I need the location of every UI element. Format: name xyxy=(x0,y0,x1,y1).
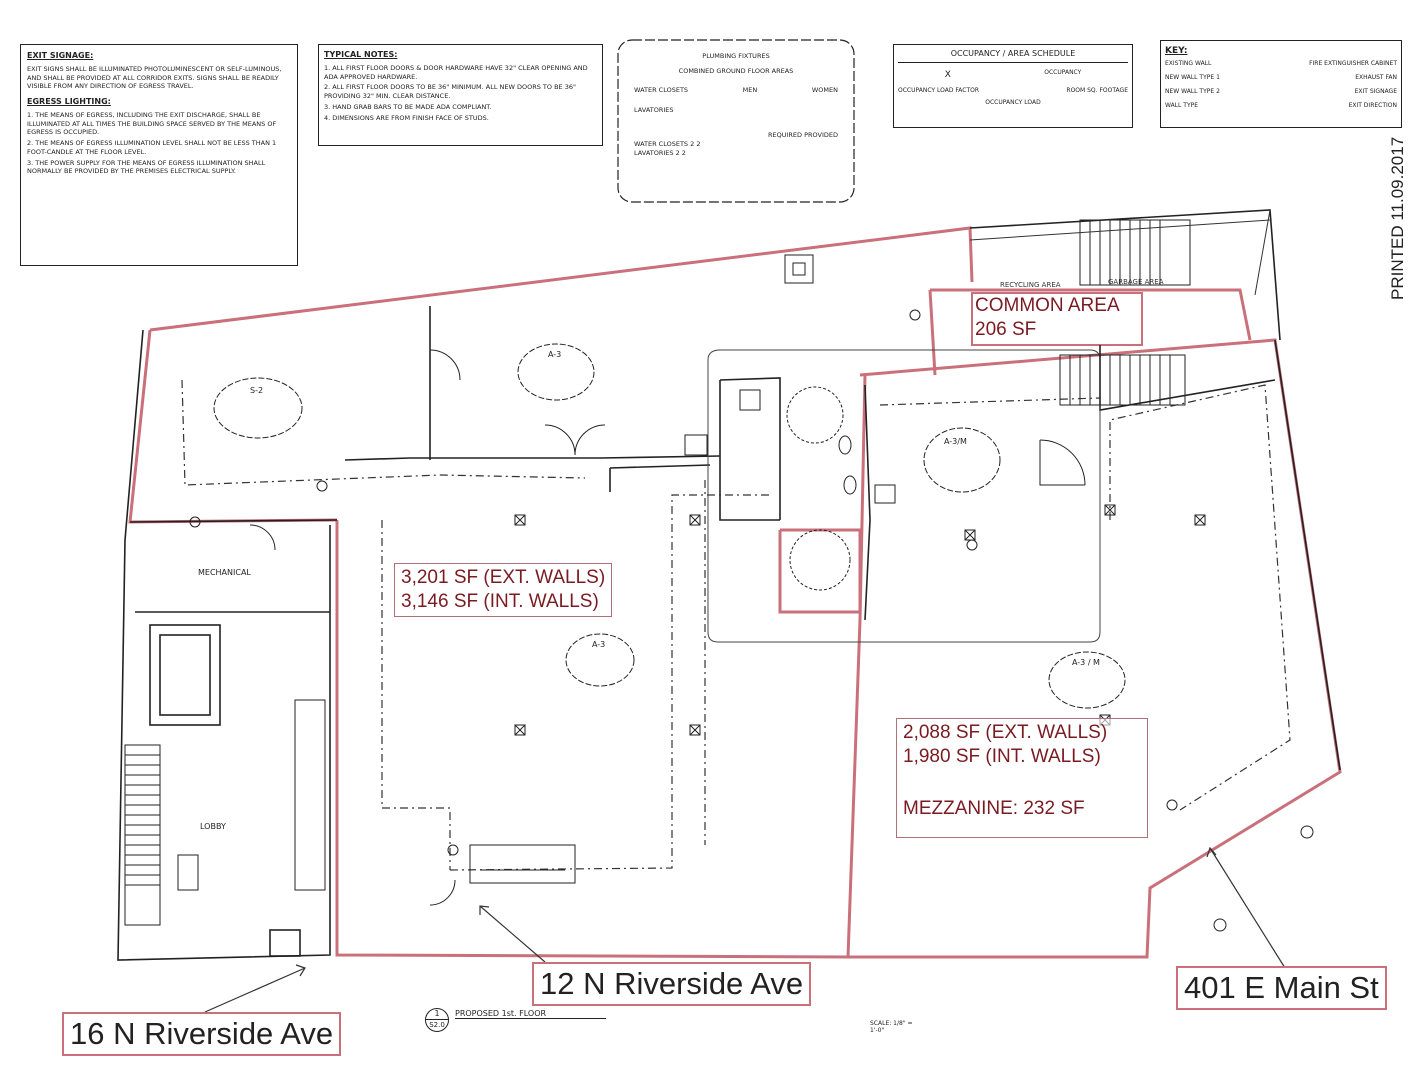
exit-signage-text: EXIT SIGNS SHALL BE ILLUMINATED PHOTOLUM… xyxy=(27,64,282,91)
key-new-wall-1: NEW WALL TYPE 1 xyxy=(1165,74,1220,82)
key-new-wall-2: NEW WALL TYPE 2 xyxy=(1165,88,1220,96)
exhaust-fan-symbols xyxy=(514,254,1206,736)
typical-note-item: 1. ALL FIRST FLOOR DOORS & DOOR HARDWARE… xyxy=(324,63,588,81)
plumbing-row-label: LAVATORIES xyxy=(634,106,674,115)
title-block: 1 S2.0 PROPOSED 1st. FLOOR SCALE: 1/8" =… xyxy=(425,1008,915,1034)
title-block-sheet: S2.0 xyxy=(429,1021,445,1029)
restroom-outline xyxy=(778,528,862,614)
egress-lighting-item: 3. THE POWER SUPPLY FOR THE MEANS OF EGR… xyxy=(27,158,266,176)
occupancy-tag-s2: S-2 xyxy=(250,386,264,395)
key-exit-direction: EXIT DIRECTION xyxy=(1348,102,1397,110)
middle-unit-ext-area: 3,201 SF (EXT. WALLS) xyxy=(401,567,606,588)
room-label-garbage: GARBAGE AREA xyxy=(1108,278,1164,286)
title-block-circle: 1 S2.0 xyxy=(425,1008,449,1032)
occupancy-tag-a3m-east: A-3 / M xyxy=(1072,658,1100,667)
restroom-fixtures xyxy=(684,386,896,591)
typical-note-item: 3. HAND GRAB BARS TO BE MADE ADA COMPLIA… xyxy=(324,102,492,111)
room-label-lobby: LOBBY xyxy=(200,822,226,831)
room-label-mechanical: MECHANICAL xyxy=(198,568,251,577)
egress-lighting-title: EGRESS LIGHTING: xyxy=(27,97,111,107)
egress-lighting-item: 2. THE MEANS OF EGRESS ILLUMINATION LEVE… xyxy=(27,139,277,156)
address-401-e-main: 401 E Main St xyxy=(1176,966,1387,1010)
key-title: KEY: xyxy=(1165,46,1188,56)
exit-signage-notes: EXIT SIGNAGE: EXIT SIGNS SHALL BE ILLUMI… xyxy=(20,44,298,266)
typical-notes: TYPICAL NOTES: 1. ALL FIRST FLOOR DOORS … xyxy=(318,44,603,146)
middle-unit-int-area: 3,146 SF (INT. WALLS) xyxy=(401,591,599,612)
site-lines xyxy=(969,209,1271,296)
printed-date: PRINTED 11.09.2017 xyxy=(1388,136,1407,300)
east-unit-ext-area: 2,088 SF (EXT. WALLS) xyxy=(903,722,1108,743)
egress-lighting-item: 1. THE MEANS OF EGRESS, INCLUDING THE EX… xyxy=(27,110,277,137)
room-label-recycling: RECYCLING AREA xyxy=(1000,281,1061,289)
typical-note-item: 4. DIMENSIONS ARE FROM FINISH FACE OF ST… xyxy=(324,113,489,122)
key-exit-signage: EXIT SIGNAGE xyxy=(1354,88,1397,96)
property-outline-401e xyxy=(848,288,1342,959)
title-block-title: PROPOSED 1st. FLOOR xyxy=(455,1009,607,1019)
address-16-n-riverside: 16 N Riverside Ave xyxy=(62,1012,342,1056)
mezzanine-area: MEZZANINE: 232 SF xyxy=(903,798,1085,819)
title-block-number: 1 xyxy=(426,1009,448,1020)
stair-top xyxy=(1079,219,1191,286)
plumbing-fixtures-table: PLUMBING FIXTURES COMBINED GROUND FLOOR … xyxy=(632,50,840,190)
key-existing-wall: EXISTING WALL xyxy=(1165,60,1212,68)
interior-walls xyxy=(117,209,1341,961)
occupancy-area-schedule: OCCUPANCY / AREA SCHEDULE X OCCUPANCY OC… xyxy=(893,44,1133,128)
typical-note-item: 2. ALL FIRST FLOOR DOORS TO BE 36" MINIM… xyxy=(324,83,576,101)
typical-notes-title: TYPICAL NOTES: xyxy=(324,50,398,59)
exit-signage-title: EXIT SIGNAGE: xyxy=(27,51,94,60)
plumbing-header-women: WOMEN xyxy=(811,85,838,94)
occupancy-clouds xyxy=(213,343,1126,709)
ramps xyxy=(294,699,576,891)
leader-arrows xyxy=(204,846,1286,1013)
common-area-title: COMMON AREA xyxy=(975,295,1120,316)
title-block-scale: SCALE: 1/8" = 1'-0" xyxy=(870,1020,913,1034)
schedule-occupancy: OCCUPANCY xyxy=(1044,68,1082,76)
schedule-occupancy-load: OCCUPANCY LOAD xyxy=(985,99,1041,107)
common-area-label: COMMON AREA 206 SF xyxy=(975,294,1120,342)
key-exhaust-fan: EXHAUST FAN xyxy=(1355,74,1397,82)
east-unit-area: 2,088 SF (EXT. WALLS) 1,980 SF (INT. WAL… xyxy=(896,718,1148,838)
occupancy-tag-a3m-north: A-3/M xyxy=(944,437,967,446)
plumbing-row-label: WATER CLOSETS xyxy=(634,85,689,94)
plumbing-cloud xyxy=(617,39,855,203)
plumbing-subtitle: COMBINED GROUND FLOOR AREAS xyxy=(678,66,794,75)
occupancy-tag-a3-center: A-3 xyxy=(592,640,606,649)
plumbing-header-men: MEN xyxy=(742,85,758,94)
schedule-title: OCCUPANCY / AREA SCHEDULE xyxy=(898,49,1128,63)
address-12-n-riverside: 12 N Riverside Ave xyxy=(532,962,812,1006)
property-outline-12n xyxy=(335,374,867,959)
schedule-load-factor: OCCUPANCY LOAD FACTOR xyxy=(898,86,979,94)
common-area-sf: 206 SF xyxy=(975,319,1037,340)
plumbing-title: PLUMBING FIXTURES xyxy=(702,52,770,60)
east-unit-int-area: 1,980 SF (INT. WALLS) xyxy=(903,746,1101,767)
key-wall-type: WALL TYPE xyxy=(1165,102,1199,110)
stair-right xyxy=(1059,354,1186,406)
occupancy-tag-a3-north: A-3 xyxy=(548,350,562,359)
schedule-x: X xyxy=(944,69,951,80)
stair-left xyxy=(124,744,199,926)
plumbing-totals-title: REQUIRED PROVIDED xyxy=(767,131,838,140)
schedule-room-sq-footage: ROOM SQ. FOOTAGE xyxy=(1066,86,1128,94)
legend-key: KEY: EXISTING WALL FIRE EXTINGUISHER CABI… xyxy=(1160,40,1402,128)
common-area-outline xyxy=(971,292,1143,346)
door-swings xyxy=(249,349,1086,906)
plumbing-total-row: LAVATORIES 2 2 xyxy=(634,148,686,157)
egress-paths xyxy=(181,379,1291,871)
exit-sign-symbols xyxy=(189,309,1314,932)
key-fire-extinguisher: FIRE EXTINGUISHER CABINET xyxy=(1309,60,1397,68)
mezzanine-outline xyxy=(707,349,1101,643)
middle-unit-area: 3,201 SF (EXT. WALLS) 3,146 SF (INT. WAL… xyxy=(394,563,613,617)
plumbing-total-row: WATER CLOSETS 2 2 xyxy=(634,139,701,148)
